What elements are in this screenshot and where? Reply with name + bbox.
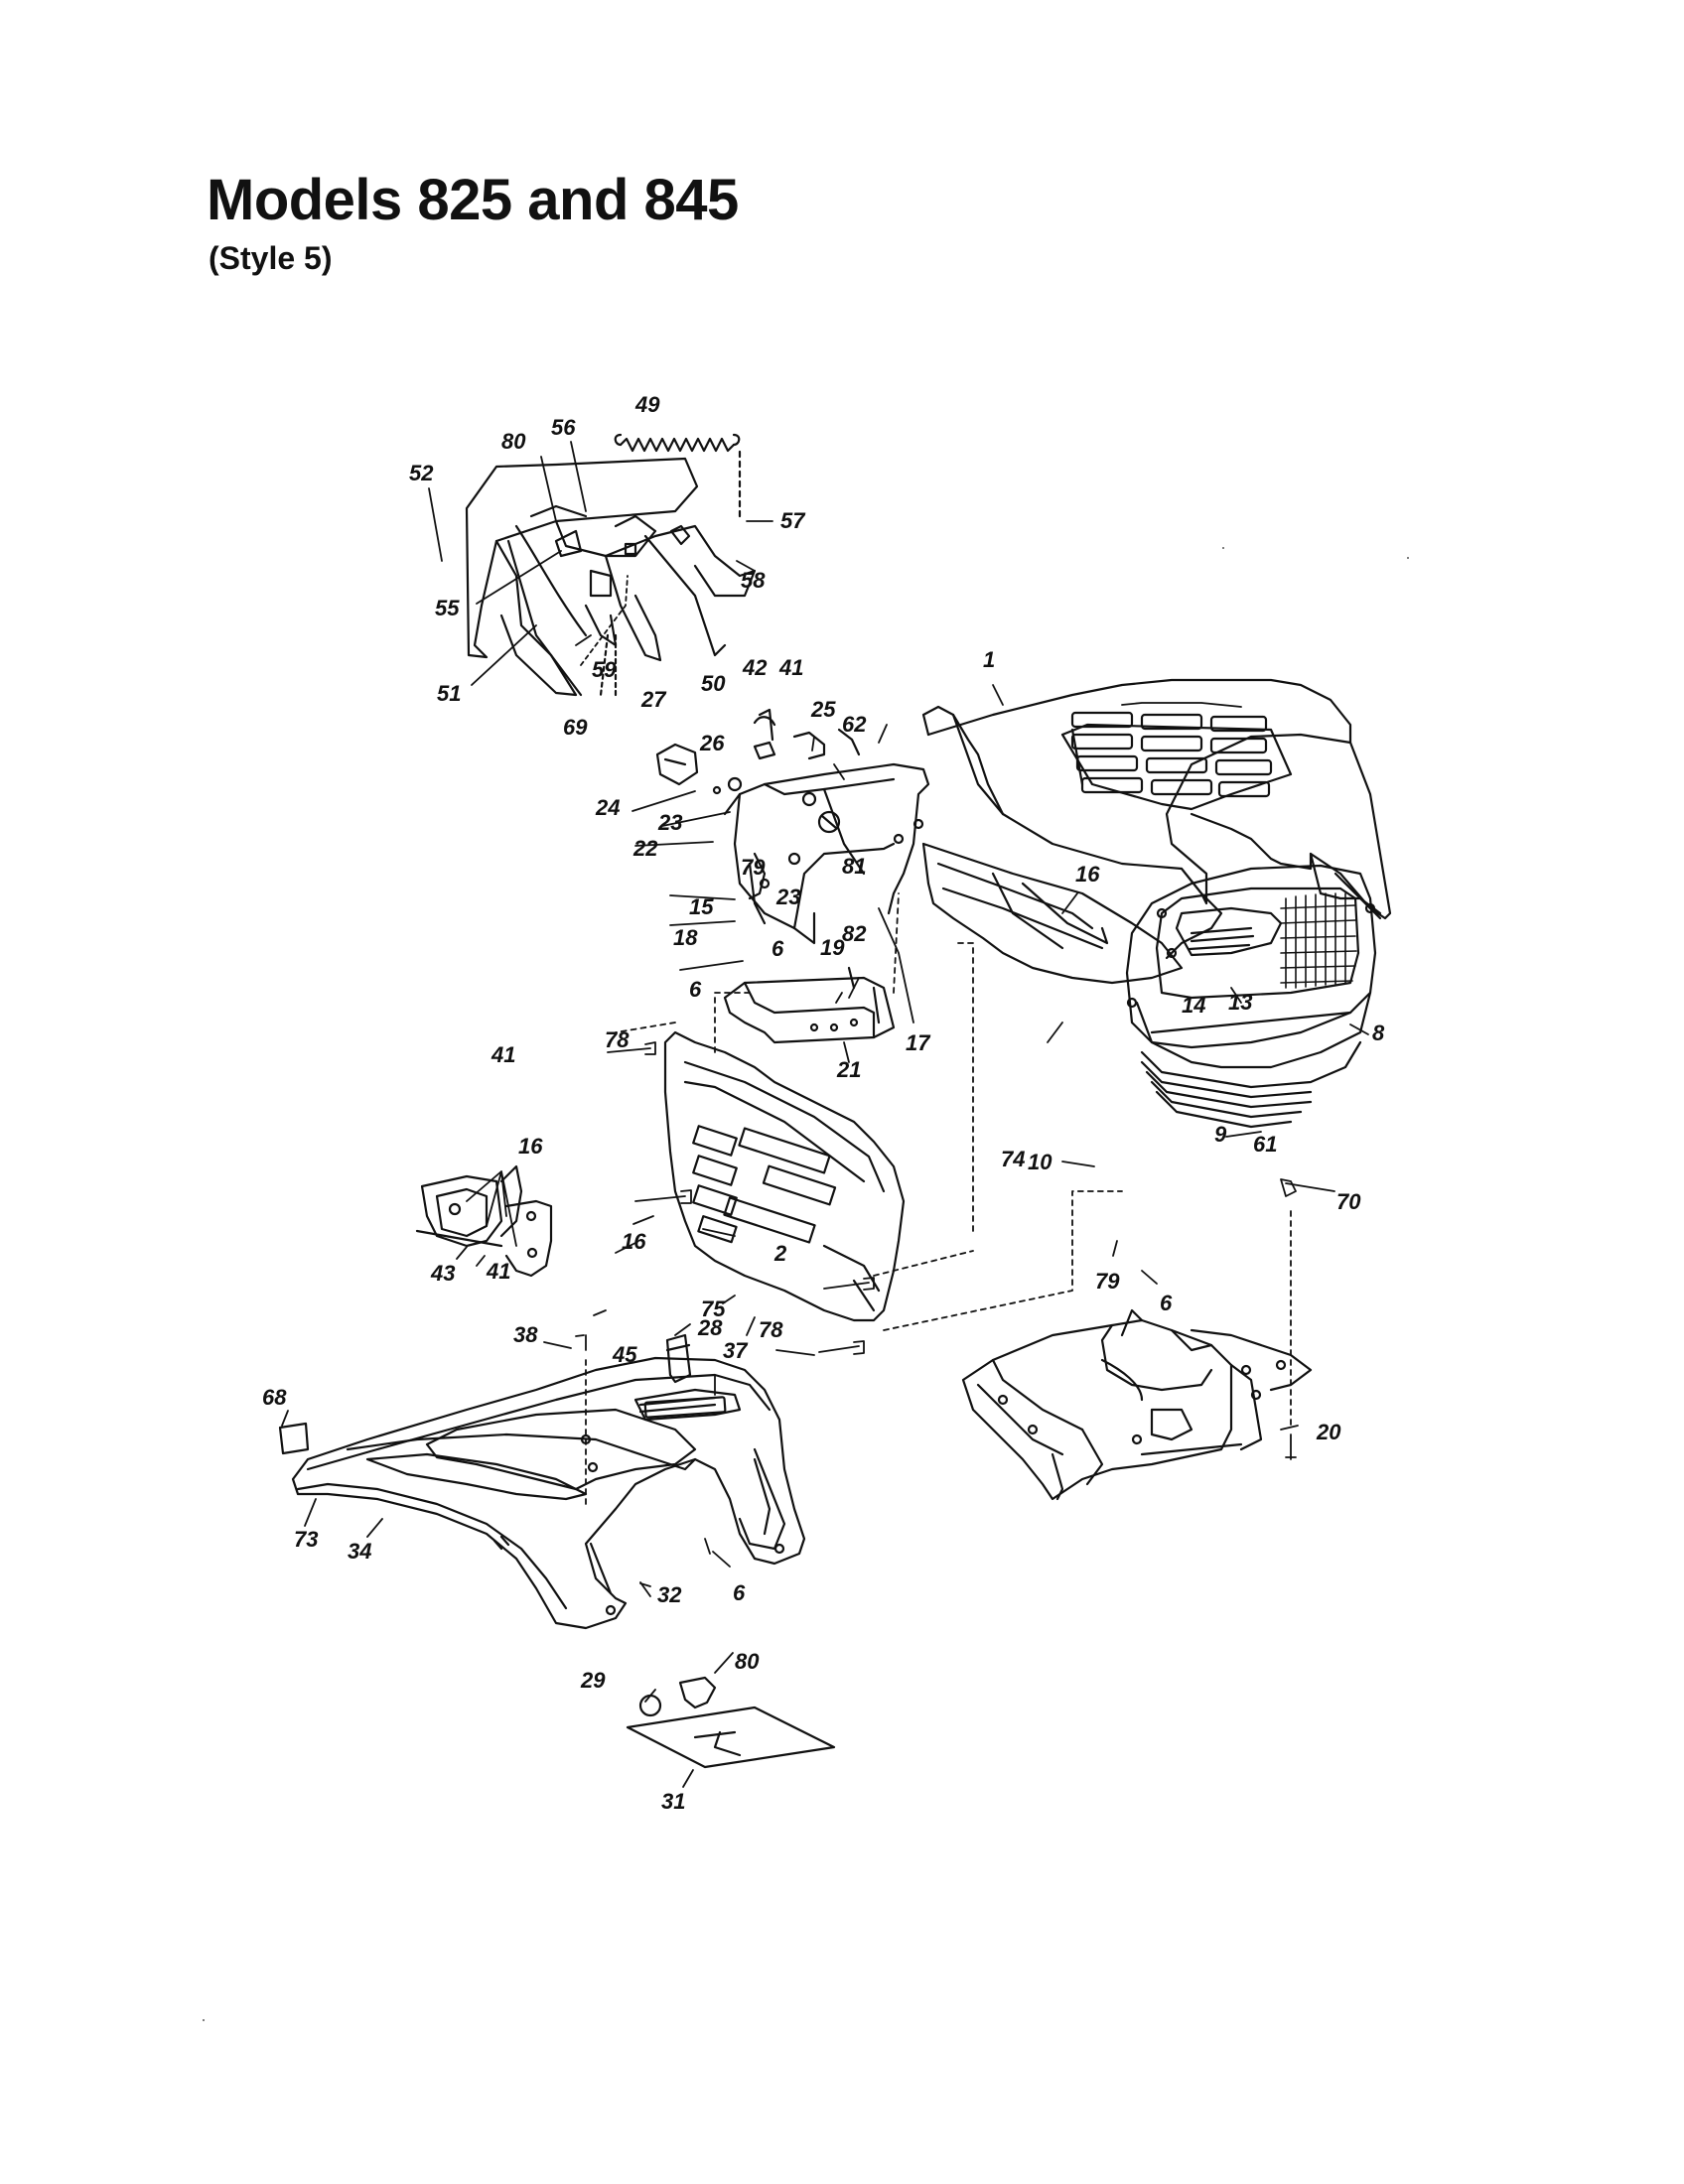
callout-label: 79 (741, 855, 766, 880)
callout-label: 23 (775, 885, 800, 909)
callout-label: 21 (836, 1057, 861, 1082)
callout-label: 6 (1160, 1291, 1173, 1315)
hood (921, 678, 1392, 920)
callout-label: 14 (1182, 993, 1205, 1018)
callout-leaders (281, 441, 1369, 1788)
callout-label: 16 (1075, 862, 1100, 887)
callout-label: 61 (1253, 1132, 1277, 1157)
callout-label: 70 (1336, 1189, 1361, 1214)
frame-chassis (961, 1308, 1313, 1501)
callout-label: 49 (634, 392, 660, 417)
steering-support-bracket (723, 762, 930, 945)
knob-80 (678, 1676, 717, 1709)
callout-label: 41 (491, 1042, 515, 1067)
callout-label: 74 (1001, 1147, 1025, 1171)
small-fasteners (655, 708, 861, 795)
callout-label: 34 (348, 1539, 371, 1564)
callout-label: 9 (1214, 1122, 1227, 1147)
front-grille (1125, 864, 1377, 1129)
callout-label: 37 (723, 1338, 749, 1363)
callout-label: 41 (778, 655, 803, 680)
page-title: Models 825 and 845 (207, 168, 739, 232)
callout-label: 43 (430, 1261, 455, 1286)
part-number-labels: 1 2 6 6 6 6 8 9 10 13 14 15 16 16 16 17 … (262, 392, 1385, 1814)
callout-label: 55 (435, 596, 460, 620)
callout-label: 51 (437, 681, 461, 706)
callout-label: 50 (701, 671, 726, 696)
callout-label: 56 (551, 415, 576, 440)
callout-label: 42 (742, 655, 768, 680)
callout-label: 23 (657, 810, 682, 835)
knob-29 (638, 1694, 662, 1717)
callout-label: 26 (699, 731, 725, 755)
callout-label: 24 (595, 795, 620, 820)
callout-label: 81 (842, 854, 866, 879)
callout-label: 17 (906, 1030, 931, 1055)
callout-label: 68 (262, 1385, 287, 1410)
seat-pan-31 (626, 1706, 836, 1769)
callout-label: 62 (842, 712, 867, 737)
callout-label: 6 (689, 977, 702, 1002)
callout-label: 78 (759, 1317, 783, 1342)
callout-label: 80 (501, 429, 526, 454)
callout-label: 20 (1316, 1420, 1341, 1444)
callout-label: 41 (486, 1259, 510, 1284)
callout-label: 59 (592, 657, 617, 682)
spring-49 (614, 433, 742, 518)
callout-label: 69 (563, 715, 588, 740)
callout-label: 75 (701, 1297, 726, 1321)
callout-label: 10 (1028, 1150, 1052, 1174)
hood-side-panel (921, 842, 1223, 985)
callout-label: 28 (697, 1315, 723, 1340)
callout-label: 22 (632, 836, 658, 861)
lower-dash-bracket (723, 966, 896, 1044)
callout-label: 78 (605, 1027, 630, 1052)
callout-label: 29 (580, 1668, 606, 1693)
callout-label: 79 (1095, 1269, 1120, 1294)
callout-label: 19 (820, 935, 845, 960)
shift-knob-28 (665, 1333, 692, 1384)
callout-label: 13 (1228, 990, 1252, 1015)
callout-label: 16 (518, 1134, 543, 1159)
callout-label: 25 (810, 697, 836, 722)
page-subtitle: (Style 5) (209, 240, 333, 276)
callout-label: 73 (294, 1527, 318, 1552)
bracket-assembly-41-43 (415, 1164, 553, 1278)
callout-label: 38 (513, 1322, 538, 1347)
callout-label: 45 (612, 1342, 637, 1367)
callout-label: 27 (640, 687, 667, 712)
screws (585, 1041, 1297, 1587)
callout-label: 6 (733, 1580, 746, 1605)
callout-label: 6 (772, 936, 784, 961)
dash-front-panel (663, 1030, 906, 1322)
callout-label: 16 (622, 1229, 646, 1254)
callout-label: 52 (409, 461, 434, 485)
callout-label: 15 (689, 894, 714, 919)
callout-label: 31 (661, 1789, 685, 1814)
callout-label: 57 (780, 508, 806, 533)
callout-label: 82 (842, 921, 867, 946)
rear-fender (291, 1356, 806, 1630)
callout-label: 2 (773, 1241, 787, 1266)
callout-label: 1 (983, 647, 995, 672)
callout-label: 18 (673, 925, 698, 950)
callout-label: 80 (735, 1649, 760, 1674)
callout-label: 58 (741, 568, 766, 593)
callout-label: 8 (1372, 1021, 1385, 1045)
part-68-plate (278, 1422, 310, 1455)
callout-label: 32 (657, 1582, 682, 1607)
